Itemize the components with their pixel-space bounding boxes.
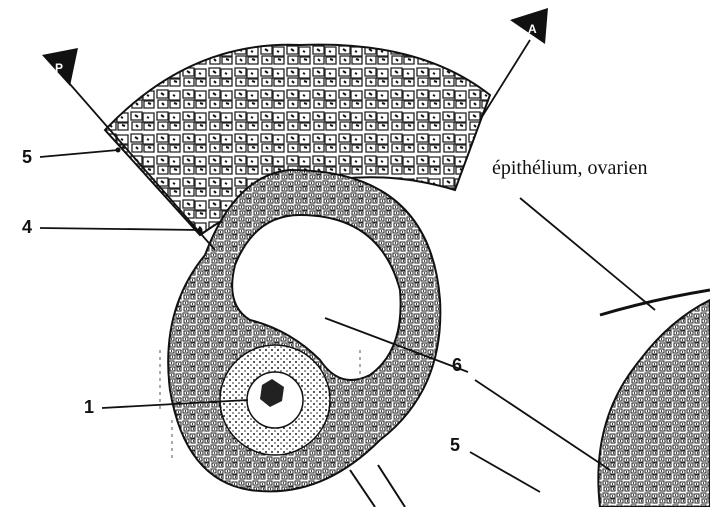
label-5-bottom: 5: [450, 436, 460, 454]
leader-4: [40, 228, 200, 230]
label-5-top: 5: [22, 148, 32, 166]
leader-5-bottom: [470, 452, 540, 492]
label-6: 6: [452, 356, 462, 374]
marker-a: A: [528, 22, 537, 36]
epithelium-caption: épithélium, ovarien: [492, 158, 648, 178]
label-4: 4: [22, 218, 32, 236]
ovarian-epithelium: [598, 300, 710, 507]
label-1: 1: [84, 398, 94, 416]
leader-caption: [520, 198, 655, 310]
leader-6b: [475, 380, 610, 470]
marker-p: P: [55, 61, 63, 75]
stalk: [350, 465, 405, 507]
leader-5-top: [40, 150, 118, 157]
a-arrow-line: [480, 40, 530, 120]
